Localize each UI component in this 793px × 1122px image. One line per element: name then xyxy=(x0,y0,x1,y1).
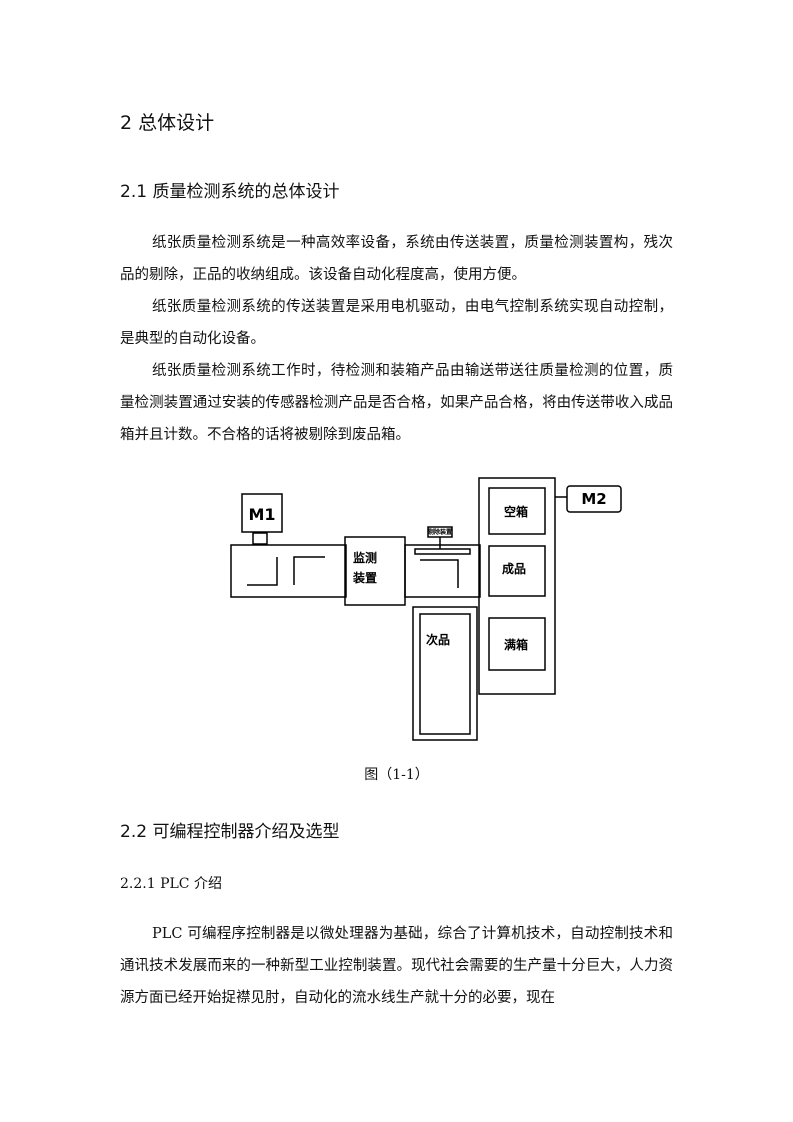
motor1-box xyxy=(241,493,283,533)
empty-box-slot xyxy=(488,487,546,535)
right-conveyor xyxy=(404,544,481,598)
paragraph-2: 纸张质量检测系统的传送装置是采用电机驱动，由电气控制系统实现自动控制，是典型的自… xyxy=(120,299,673,347)
paragraph-1: 纸张质量检测系统是一种高效率设备，系统由传送装置，质量检测装置构，残次品的剔除，… xyxy=(120,235,673,283)
conveyor-mark-2 xyxy=(293,556,325,585)
motor2-box xyxy=(566,485,622,513)
section-heading-2-1: 2.1 质量检测系统的总体设计 xyxy=(120,182,340,202)
monitor-label-line1: 监测 xyxy=(353,550,377,565)
reject-device-label: 剔除装置 xyxy=(427,528,452,536)
right-conveyor-mark xyxy=(420,559,459,588)
defective-label: 次品 xyxy=(426,632,450,647)
subsection-heading-2-2-1: 2.2.1 PLC 介绍 xyxy=(120,876,222,892)
chapter-heading: 2 总体设计 xyxy=(120,112,215,134)
section-heading-2-2: 2.2 可编程控制器介绍及选型 xyxy=(120,822,340,842)
full-box-slot xyxy=(488,617,546,671)
empty-box-label: 空箱 xyxy=(504,504,528,519)
finished-label: 成品 xyxy=(502,561,526,576)
defective-bin xyxy=(412,606,478,741)
full-box-label: 满箱 xyxy=(504,637,528,652)
defective-bin-inner xyxy=(419,613,471,735)
reject-device-plate xyxy=(414,548,471,555)
box-cabinet xyxy=(478,477,556,695)
paragraph-4: PLC 可编程序控制器是以微处理器为基础，综合了计算机技术，自动控制技术和通讯技… xyxy=(120,926,673,1006)
monitor-label-line2: 装置 xyxy=(352,570,377,585)
figure-caption: 图（1-1） xyxy=(364,767,429,783)
conveyor-mark-1 xyxy=(247,557,278,586)
paragraph-3: 纸张质量检测系统工作时，待检测和装箱产品由输送带送往质量检测的位置，质量检测装置… xyxy=(120,363,673,443)
motor1-shaft xyxy=(252,532,268,545)
finished-slot xyxy=(488,545,546,597)
conveyor-belt xyxy=(230,544,347,598)
system-diagram: M1 M2 监测 装置 剔除装置 空箱 成品 满箱 次品 xyxy=(230,477,622,741)
motor2-label: M2 xyxy=(581,490,606,508)
motor1-label: M1 xyxy=(248,505,275,524)
